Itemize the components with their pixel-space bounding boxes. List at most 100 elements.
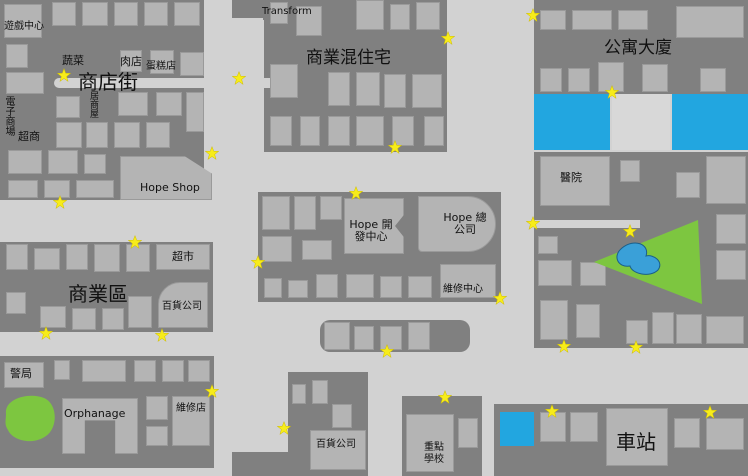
star-marker[interactable] — [205, 146, 219, 160]
label-electronics: 電子商場 — [3, 96, 14, 136]
star-marker[interactable] — [205, 384, 219, 398]
building — [296, 6, 322, 36]
building — [300, 116, 320, 146]
building — [146, 396, 168, 420]
building — [76, 180, 114, 198]
building — [302, 240, 332, 260]
star-marker[interactable] — [232, 71, 246, 85]
building — [118, 92, 148, 116]
building — [538, 260, 572, 286]
building — [356, 116, 384, 146]
building — [72, 308, 96, 330]
star-marker[interactable] — [526, 216, 540, 230]
building — [540, 412, 566, 442]
building — [270, 64, 298, 98]
building — [156, 92, 182, 116]
star-marker[interactable] — [388, 140, 402, 154]
star-marker[interactable] — [703, 405, 717, 419]
building — [706, 156, 746, 204]
building — [346, 274, 374, 298]
building — [4, 4, 42, 38]
building — [292, 384, 306, 404]
building — [676, 172, 700, 198]
building — [716, 250, 746, 280]
building — [48, 150, 78, 174]
star-marker[interactable] — [545, 404, 559, 418]
star-marker[interactable] — [39, 326, 53, 340]
department-store-b-building — [310, 430, 366, 470]
label-repair-shop: 維修店 — [176, 403, 206, 414]
building — [146, 426, 168, 446]
star-marker[interactable] — [605, 85, 619, 99]
star-marker[interactable] — [155, 328, 169, 342]
star-marker[interactable] — [557, 339, 571, 353]
star-marker[interactable] — [493, 291, 507, 305]
building — [716, 214, 746, 244]
label-shop-street: 商店街 — [78, 70, 138, 94]
building — [416, 2, 440, 30]
building — [568, 68, 590, 92]
building — [356, 0, 384, 30]
star-marker[interactable] — [623, 224, 637, 238]
building — [270, 2, 288, 24]
label-hope-dev: Hope 開發中心 — [349, 218, 393, 244]
building — [52, 2, 76, 26]
star-marker[interactable] — [441, 31, 455, 45]
building — [328, 72, 350, 106]
building — [706, 316, 744, 344]
building — [114, 122, 140, 148]
building — [150, 50, 174, 74]
building — [540, 68, 562, 92]
star-marker[interactable] — [128, 235, 142, 249]
building — [384, 74, 406, 108]
building — [6, 44, 28, 68]
building — [674, 418, 700, 448]
building — [86, 122, 108, 148]
building — [6, 72, 44, 94]
star-marker[interactable] — [380, 344, 394, 358]
building — [84, 154, 106, 174]
star-marker[interactable] — [251, 255, 265, 269]
building — [570, 412, 598, 442]
building — [82, 2, 108, 26]
label-cake-shop: 蛋糕店 — [146, 61, 176, 72]
building — [700, 68, 726, 92]
label-residence: 居商屋 — [88, 90, 98, 118]
building — [66, 244, 88, 270]
building — [324, 322, 350, 350]
park — [594, 220, 702, 304]
label-station: 車站 — [616, 430, 656, 454]
building — [328, 116, 350, 146]
star-marker[interactable] — [349, 186, 363, 200]
star-marker[interactable] — [526, 8, 540, 22]
star-marker[interactable] — [277, 421, 291, 435]
building — [572, 10, 612, 30]
building — [642, 64, 668, 92]
star-marker[interactable] — [53, 195, 67, 209]
building — [356, 72, 380, 106]
building — [288, 280, 308, 298]
building — [408, 276, 432, 298]
hope-dev-center — [344, 198, 404, 254]
building — [598, 62, 624, 92]
building — [620, 160, 640, 182]
label-key-school: 重點學校 — [424, 442, 444, 465]
star-marker[interactable] — [57, 68, 71, 82]
building — [270, 116, 292, 146]
building — [8, 180, 38, 198]
building — [676, 314, 702, 344]
department-store-building — [158, 282, 208, 328]
shop-street-road — [54, 78, 276, 88]
star-marker[interactable] — [438, 390, 452, 404]
star-marker[interactable] — [629, 340, 643, 354]
hospital-lane — [534, 220, 640, 228]
building — [134, 360, 156, 382]
label-supermarket-b: 超市 — [172, 250, 194, 263]
school-building — [406, 414, 454, 472]
building — [82, 360, 126, 382]
building — [312, 380, 328, 404]
label-business-district: 商業區 — [68, 282, 128, 306]
label-department-store-a: 百貨公司 — [162, 301, 202, 312]
building — [390, 4, 410, 30]
